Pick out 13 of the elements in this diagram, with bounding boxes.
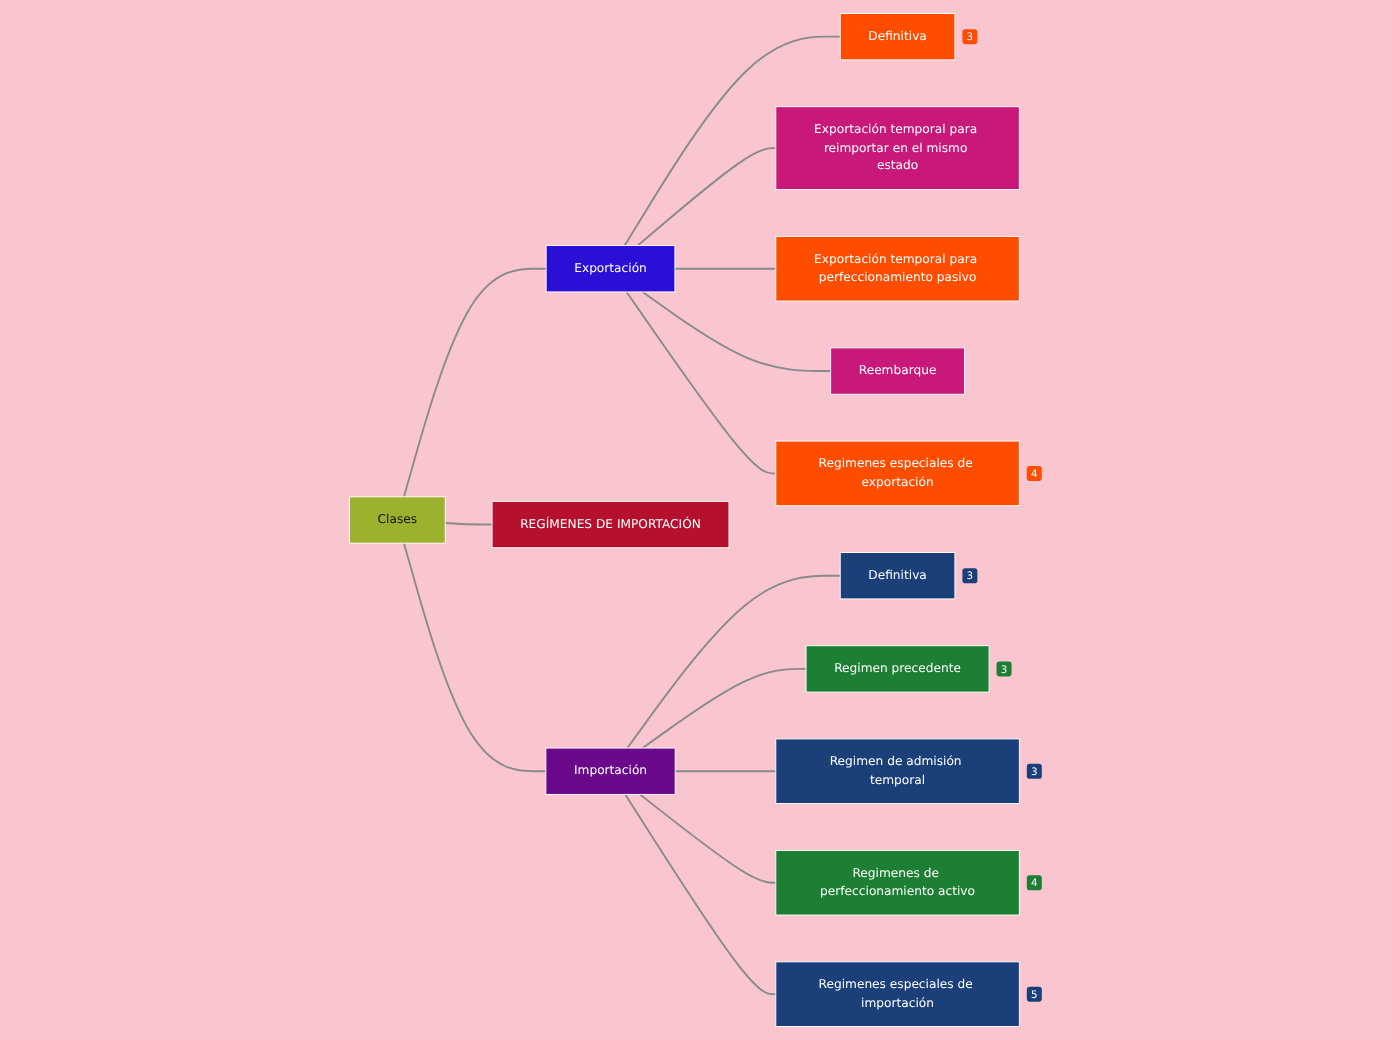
connector — [624, 35, 842, 247]
connector — [674, 770, 778, 773]
connector — [624, 793, 778, 996]
connector — [642, 290, 832, 372]
connector — [674, 267, 778, 270]
connector — [403, 542, 548, 773]
connector — [637, 147, 778, 247]
connector — [403, 267, 548, 498]
connector — [642, 667, 808, 749]
connector — [444, 522, 494, 526]
connector — [626, 290, 778, 475]
connector — [626, 574, 842, 749]
connector — [639, 793, 778, 884]
